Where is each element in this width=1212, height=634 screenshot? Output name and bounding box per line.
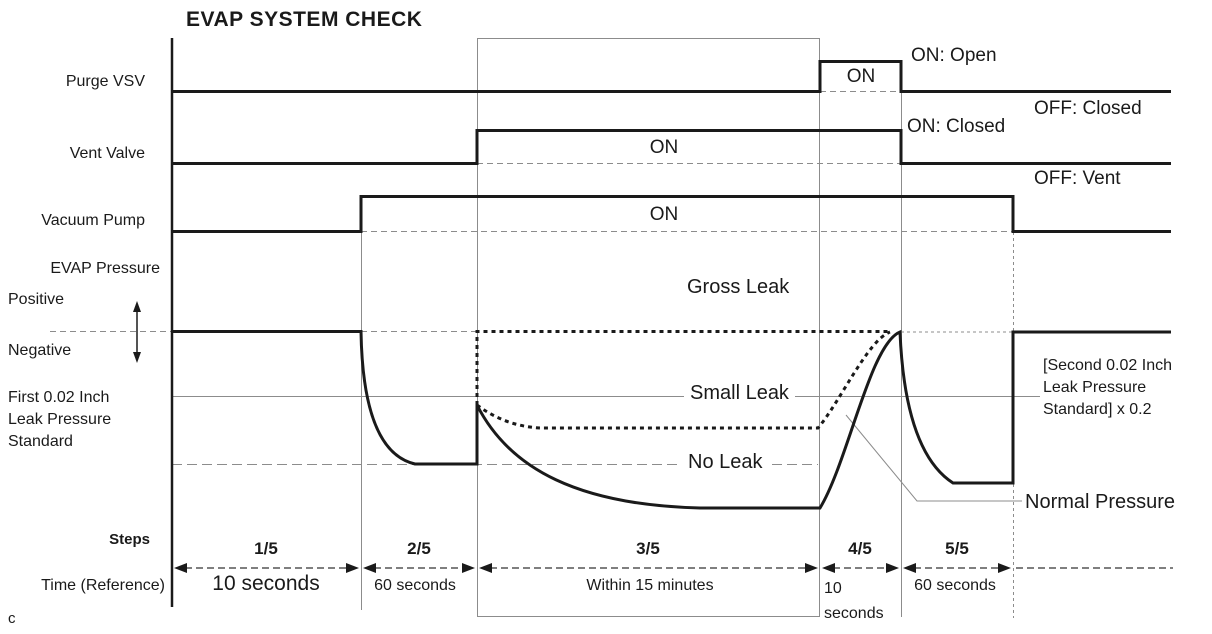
vent-valve-off-meaning: OFF: Vent	[1034, 168, 1121, 189]
row-label-purge-vsv: Purge VSV	[65, 73, 145, 90]
first-standard-line1: First 0.02 Inch	[8, 389, 110, 406]
first-standard-line2: Leak Pressure	[8, 411, 112, 428]
signal-traces	[170, 38, 1171, 607]
negative-label: Negative	[8, 342, 72, 359]
second-standard-line3: Standard] x 0.2	[1043, 401, 1152, 418]
purge-vsv-on-label: ON	[846, 66, 876, 87]
step-2-label: 2/5	[407, 539, 431, 558]
figure-letter: c	[8, 610, 16, 627]
positive-label: Positive	[8, 291, 65, 308]
reference-grid	[50, 38, 1040, 618]
purge-vsv-off-meaning: OFF: Closed	[1034, 98, 1142, 119]
row-label-evap-pressure: EVAP Pressure	[50, 260, 160, 277]
step-2-time: 60 seconds	[374, 577, 456, 594]
vacuum-pump-trace	[172, 195, 1171, 233]
purge-vsv-on-meaning: ON: Open	[911, 45, 997, 66]
step-5-label: 5/5	[945, 539, 969, 558]
first-standard-line3: Standard	[8, 433, 73, 450]
step-4-label: 4/5	[848, 539, 872, 558]
no-leak-label: No Leak	[682, 451, 769, 474]
vent-valve-trace	[172, 129, 1171, 165]
gross-leak-curve	[475, 330, 890, 405]
step-3-time: Within 15 minutes	[586, 577, 714, 594]
second-standard-line2: Leak Pressure	[1043, 379, 1147, 396]
step-4-time: 10 seconds	[824, 580, 884, 622]
purge-vsv-trace	[172, 60, 1171, 93]
second-standard-line1: [Second 0.02 Inch	[1043, 357, 1172, 374]
step-3-label: 3/5	[636, 539, 660, 558]
vacuum-pump-on-label: ON	[649, 204, 679, 225]
vent-valve-on-label: ON	[649, 137, 679, 158]
pressure-direction-arrow	[133, 301, 141, 363]
step-1-time: 10 seconds	[212, 572, 320, 595]
step-arrowheads	[174, 563, 1011, 573]
step-5-time: 60 seconds	[914, 577, 996, 594]
row-label-vacuum-pump: Vacuum Pump	[41, 212, 145, 229]
vent-valve-on-meaning: ON: Closed	[907, 116, 1006, 137]
steps-header: Steps	[109, 531, 150, 548]
diagram-title: EVAP SYSTEM CHECK	[186, 8, 423, 31]
arrow-down-icon	[133, 352, 141, 363]
small-leak-curve	[476, 330, 891, 430]
time-reference-header: Time (Reference)	[41, 577, 165, 594]
small-leak-label: Small Leak	[684, 382, 795, 405]
evap-pressure-no-leak-curve	[172, 329, 1171, 510]
normal-pressure-label: Normal Pressure	[1025, 491, 1176, 513]
gross-leak-label: Gross Leak	[687, 276, 790, 298]
step-1-label: 1/5	[254, 539, 278, 558]
row-label-vent-valve: Vent Valve	[69, 145, 145, 162]
arrow-up-icon	[133, 301, 141, 312]
